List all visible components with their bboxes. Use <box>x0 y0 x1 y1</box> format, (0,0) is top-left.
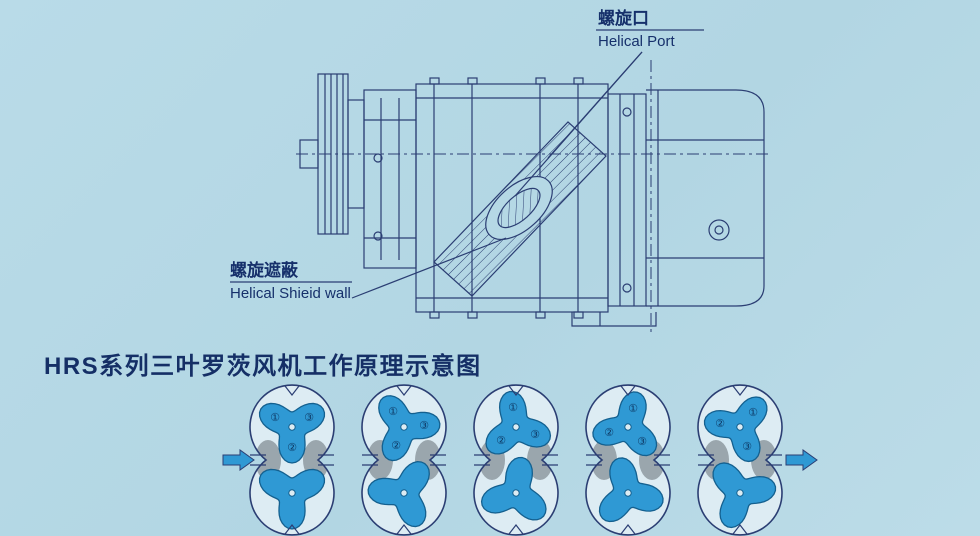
helical-port-section <box>433 121 607 297</box>
lobe-number: ① <box>508 401 518 414</box>
centerlines <box>296 60 772 336</box>
lobe-number: ③ <box>304 411 314 424</box>
leader-lines <box>230 29 704 299</box>
lobe-number: ② <box>496 434 506 447</box>
rotor-stage-4: ① ② ③ <box>585 384 671 536</box>
lobe-number: ③ <box>530 428 540 441</box>
casing-notches <box>284 385 300 535</box>
lobe-number: ① <box>388 405 398 418</box>
top-rotor <box>485 390 552 455</box>
port-duct-lines <box>698 454 782 466</box>
lobe-number: ③ <box>742 440 752 453</box>
casing-notches <box>732 385 748 535</box>
bottom-rotor <box>480 456 547 521</box>
port-duct-lines <box>586 454 670 466</box>
outlet-arrow-icon <box>785 449 818 471</box>
main-casing <box>415 77 657 327</box>
lobe-number: ① <box>628 402 638 415</box>
belt-pulley <box>299 73 365 235</box>
casing-outline <box>249 384 335 536</box>
casing-notches <box>396 385 412 535</box>
bearing-housing <box>363 89 417 269</box>
lobe-number: ③ <box>419 419 429 432</box>
lobe-number: ② <box>715 417 725 430</box>
lobe-number: ② <box>391 439 401 452</box>
helical-port-label-cn: 螺旋口 <box>598 8 649 28</box>
bottom-rotor <box>367 460 430 528</box>
end-cap <box>646 89 765 307</box>
rotor-stage-1: ① ② ③ <box>249 384 335 536</box>
helical-shield-label-cn: 螺旋遮蔽 <box>230 260 299 280</box>
rotor-stage-2: ① ② ③ <box>361 384 447 536</box>
casing-notches <box>508 385 524 535</box>
bottom-rotor <box>712 462 777 529</box>
diagram-title: HRS系列三叶罗茨风机工作原理示意图 <box>44 353 482 380</box>
top-rotor <box>258 402 326 464</box>
rotor-stage-5: ① ② ③ <box>697 384 783 536</box>
lobe-number: ② <box>287 441 297 454</box>
discharge-flange <box>607 93 647 307</box>
bottom-rotor <box>258 468 326 530</box>
bottom-rotor <box>598 457 664 523</box>
casing-outline <box>361 384 447 536</box>
top-rotor <box>378 395 441 462</box>
lobe-number: ① <box>270 411 280 424</box>
casing-outline <box>585 384 671 536</box>
lobe-number: ② <box>604 426 614 439</box>
casing-notches <box>620 385 636 535</box>
helical-port-label-en: Helical Port <box>598 33 676 50</box>
helical-shield-label-en: Helical Shieid wall <box>230 285 351 302</box>
working-principle-stages: ① ② ③ ① ② ③ ① ② ③ ① ② ③ ① ② ③ <box>249 384 783 536</box>
port-duct-lines <box>474 454 558 466</box>
blower-technical-drawing: 螺旋口 Helical Port 螺旋遮蔽 Helical Shieid wal… <box>230 8 772 336</box>
inlet-arrow-icon <box>222 449 255 471</box>
port-duct-lines <box>362 454 446 466</box>
gas-pockets <box>479 440 553 480</box>
lobe-number: ③ <box>637 435 647 448</box>
flow-arrows <box>222 449 818 471</box>
rotor-stage-3: ① ② ③ <box>473 384 559 536</box>
top-rotor <box>592 391 658 457</box>
top-rotor <box>703 396 768 463</box>
casing-outline <box>697 384 783 536</box>
port-duct-lines <box>250 454 334 466</box>
lobe-number: ① <box>748 406 758 419</box>
casing-outline <box>473 384 559 536</box>
